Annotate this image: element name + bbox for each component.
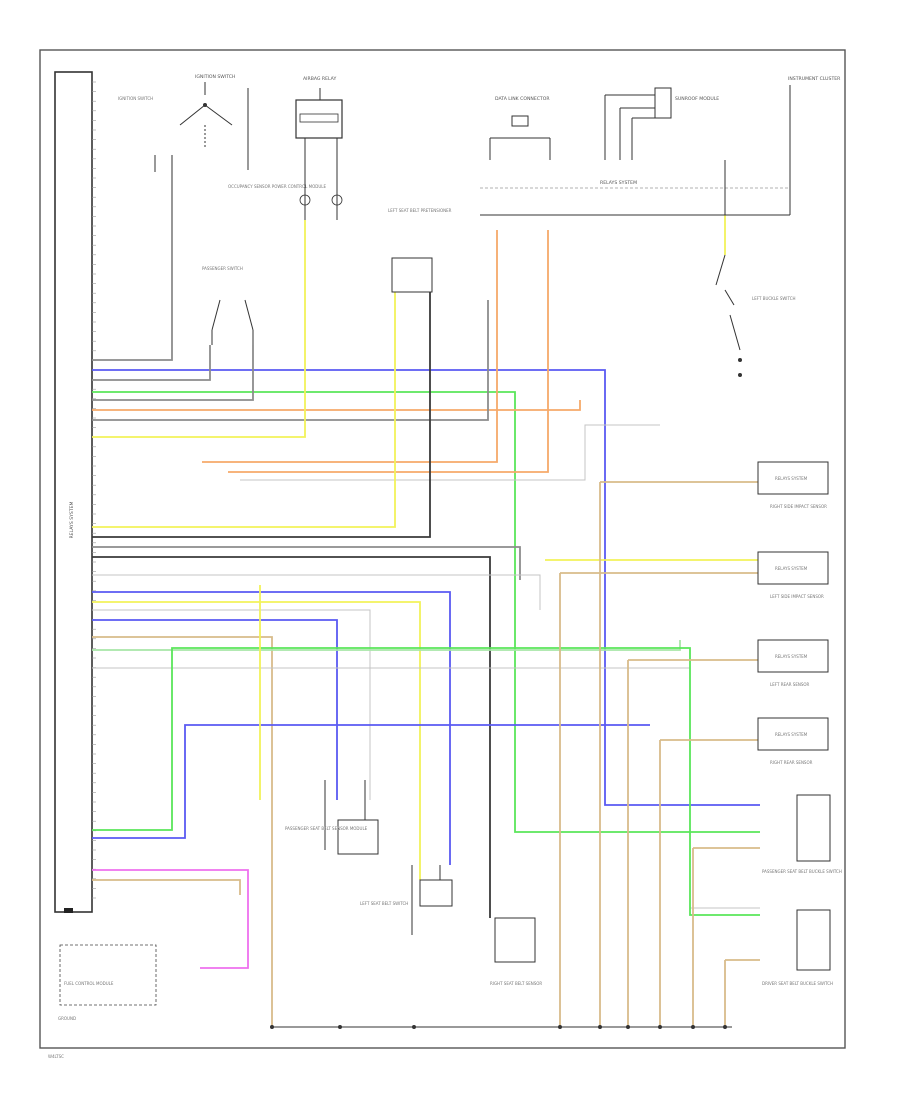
wire-black	[92, 556, 491, 918]
ignition-switch: IGNITION SWITCH	[154, 74, 249, 172]
left-buckle-label: LEFT BUCKLE SWITCH	[752, 296, 796, 301]
main-module-label: RELAYS SYSTEM	[69, 501, 75, 538]
airbag-relay: AIRBAG RELAY	[295, 76, 343, 220]
left-seat-pretensioner: LEFT SEAT BELT PRETENSIONER	[388, 208, 452, 293]
wire-tan	[92, 879, 241, 895]
ignition-switch-label: IGNITION SWITCH	[195, 74, 235, 80]
diagram-frame	[39, 49, 846, 1049]
right-module-4: RELAYS SYSTEM RIGHT REAR SENSOR	[757, 717, 829, 765]
ground-note: GROUND	[58, 1016, 76, 1021]
relays-bus-label: RELAYS SYSTEM	[600, 180, 637, 186]
right-module-2: RELAYS SYSTEM LEFT SIDE IMPACT SENSOR	[757, 551, 829, 599]
ground-dot	[338, 1025, 342, 1029]
right-module-caption: RIGHT SIDE IMPACT SENSOR	[770, 504, 827, 509]
passenger-switch: PASSENGER SWITCH	[202, 266, 254, 345]
occupancy-sensor: OCCUPANCY SENSOR POWER CONTROL MODULE	[228, 184, 327, 189]
pretensioner-label: LEFT SEAT BELT PRETENSIONER	[388, 208, 452, 213]
data-link-label: DATA LINK CONNECTOR	[495, 96, 550, 102]
instrument-cluster: INSTRUMENT CLUSTER RELAYS SYSTEM	[480, 76, 841, 216]
wire-orange	[228, 230, 549, 473]
wire-light_gray	[240, 424, 660, 481]
ground-dots	[270, 1025, 727, 1029]
wire-pink	[92, 869, 249, 969]
wire-blue	[92, 591, 451, 865]
wire-blue	[92, 619, 338, 800]
ground-dot	[691, 1025, 695, 1029]
wire-green	[92, 647, 760, 916]
right-module-1: RELAYS SYSTEM RIGHT SIDE IMPACT SENSOR	[757, 461, 829, 509]
ground-dot	[723, 1025, 727, 1029]
wire-blue	[92, 724, 650, 839]
wire-tan	[92, 636, 273, 1027]
ground-dot	[658, 1025, 662, 1029]
left-buckle-switch: LEFT BUCKLE SWITCH	[715, 254, 796, 377]
right-module-caption: RIGHT REAR SENSOR	[770, 760, 813, 765]
wires-group	[92, 155, 760, 1027]
airbag-relay-label: AIRBAG RELAY	[303, 76, 336, 82]
instrument-cluster-label: INSTRUMENT CLUSTER	[788, 76, 841, 82]
ignition-run-label: IGNITION SWITCH	[118, 96, 153, 101]
sunroof-label: SUNROOF MODULE	[675, 96, 719, 102]
passenger-seat-module: PASSENGER SEAT BELT SENSOR MODULE	[285, 780, 379, 855]
driver-buckle-switch: DRIVER SEAT BELT BUCKLE SWITCH	[762, 909, 833, 986]
ground-dot	[558, 1025, 562, 1029]
pass-buckle-switch: PASSENGER SEAT BELT BUCKLE SWITCH	[762, 794, 842, 874]
main-module: RELAYS SYSTEM	[54, 71, 96, 913]
pass-buckle-caption: PASSENGER SEAT BELT BUCKLE SWITCH	[762, 869, 842, 874]
sunroof-module: SUNROOF MODULE	[604, 87, 719, 160]
wire-green	[92, 391, 760, 833]
left-seat-module-label: LEFT SEAT BELT SWITCH	[360, 901, 408, 906]
wire-gray	[92, 155, 173, 361]
right-module-label: RELAYS SYSTEM	[775, 732, 808, 737]
fuel-control-module: FUEL CONTROL MODULE	[59, 944, 157, 1006]
occupancy-sensor-label: OCCUPANCY SENSOR POWER CONTROL MODULE	[228, 184, 327, 189]
wire-blue	[92, 369, 760, 806]
wire-yellow	[92, 220, 306, 438]
fuel-module-label: FUEL CONTROL MODULE	[64, 981, 114, 986]
left-seat-module: LEFT SEAT BELT SWITCH	[360, 865, 453, 935]
ground-dot	[270, 1025, 274, 1029]
data-link-connector: DATA LINK CONNECTOR	[489, 96, 551, 160]
driver-buckle-caption: DRIVER SEAT BELT BUCKLE SWITCH	[762, 981, 833, 986]
right-module-label: RELAYS SYSTEM	[775, 654, 808, 659]
diagram-footer: W4LTSC	[48, 1054, 64, 1059]
right-module-label: RELAYS SYSTEM	[775, 476, 808, 481]
ground-dot	[412, 1025, 416, 1029]
wire-gray	[92, 546, 521, 580]
ground-dot	[626, 1025, 630, 1029]
wire-yellow	[92, 292, 396, 528]
module-ground-marker	[64, 908, 73, 913]
wire-gray	[92, 345, 254, 401]
wire-yellow	[92, 601, 421, 880]
wire-light_gray	[92, 609, 371, 800]
ground-dot	[598, 1025, 602, 1029]
passenger-switch-label: PASSENGER SWITCH	[202, 266, 243, 271]
wire-orange	[202, 230, 498, 463]
wire-light_green	[92, 640, 681, 651]
wire-light_gray	[92, 574, 541, 610]
right-module-label: RELAYS SYSTEM	[775, 566, 808, 571]
ignition-run-switch: IGNITION SWITCH	[118, 96, 153, 101]
wire-gray	[92, 300, 489, 421]
right-module-caption: LEFT SIDE IMPACT SENSOR	[770, 594, 824, 599]
right-module-caption: LEFT REAR SENSOR	[770, 682, 810, 687]
right-seat-module-label: RIGHT SEAT BELT SENSOR	[490, 981, 542, 986]
right-module-3: RELAYS SYSTEM LEFT REAR SENSOR	[757, 639, 829, 687]
pass-seat-module-label: PASSENGER SEAT BELT SENSOR MODULE	[285, 826, 368, 831]
wire-black	[92, 258, 431, 538]
wire-gray	[92, 345, 211, 381]
right-seat-module: RIGHT SEAT BELT SENSOR	[490, 917, 542, 986]
wire-orange	[92, 400, 581, 411]
